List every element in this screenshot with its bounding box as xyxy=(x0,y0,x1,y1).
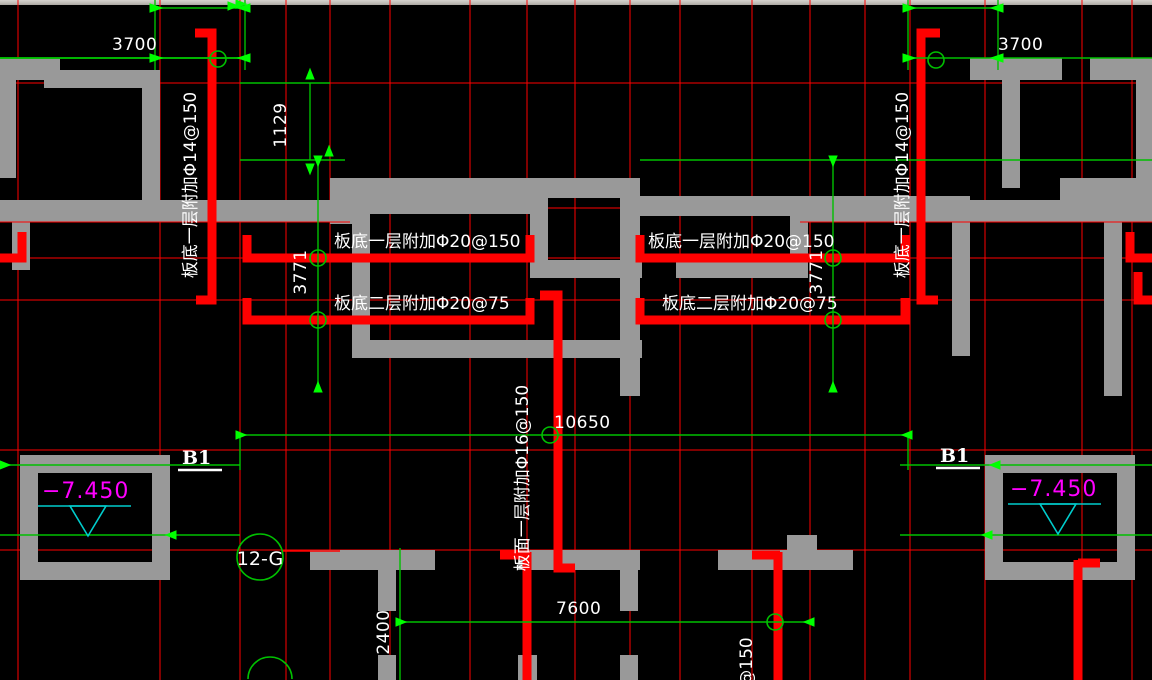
level-marker-left[interactable]: B1 −7.450 xyxy=(38,447,222,538)
dimension-3771-left: 3771 xyxy=(291,249,311,294)
rebar-label-center-vertical: 板面一层附加Φ16@150 xyxy=(513,385,533,571)
rebar-label-center-left-upper: 板底一层附加Φ20@150 xyxy=(334,232,520,252)
elevation-triangle-left xyxy=(38,505,131,538)
grid-bubble-label: 12-G xyxy=(237,548,283,570)
dimension-top-left-3700: 3700 xyxy=(112,35,157,55)
rebar-lines xyxy=(0,28,1152,680)
dimension-top-right-3700: 3700 xyxy=(998,35,1043,55)
level-name-right: B1 xyxy=(940,445,969,467)
elevation-triangle-right xyxy=(1008,503,1101,536)
rebar-label-vertical-left: 板底一层附加Φ14@150 xyxy=(181,92,201,278)
level-marker-right[interactable]: B1 −7.450 xyxy=(936,445,1101,536)
rebar-label-center-right-lower: 板底二层附加Φ20@75 xyxy=(662,294,838,314)
concrete-walls xyxy=(0,58,1152,680)
rebar-label-center-left-lower: 板底二层附加Φ20@75 xyxy=(334,294,510,314)
dimension-7600: 7600 xyxy=(556,599,601,619)
window-titlebar-strip xyxy=(0,0,1152,5)
rebar-label-bottom-partial: @150 xyxy=(737,637,757,680)
rebar-label-center-right-upper: 板底一层附加Φ20@150 xyxy=(648,232,834,252)
level-name-left: B1 xyxy=(182,447,211,469)
dimension-1129: 1129 xyxy=(271,102,291,147)
elevation-value-right: −7.450 xyxy=(1010,477,1097,502)
dimension-arrow-ticks xyxy=(0,0,1004,627)
grid-bubble-circle xyxy=(236,533,284,581)
dimension-2400: 2400 xyxy=(374,609,394,654)
grid-bubble-12-G[interactable]: 12-G xyxy=(236,533,340,581)
rebar-label-vertical-right: 板底一层附加Φ14@150 xyxy=(893,92,913,278)
elevation-value-left: −7.450 xyxy=(42,479,129,504)
dimension-10650: 10650 xyxy=(554,413,611,433)
axis-dash-fragments xyxy=(0,257,1152,551)
dimension-3771-right: 3771 xyxy=(807,249,827,294)
dimension-node-circles xyxy=(209,50,945,680)
